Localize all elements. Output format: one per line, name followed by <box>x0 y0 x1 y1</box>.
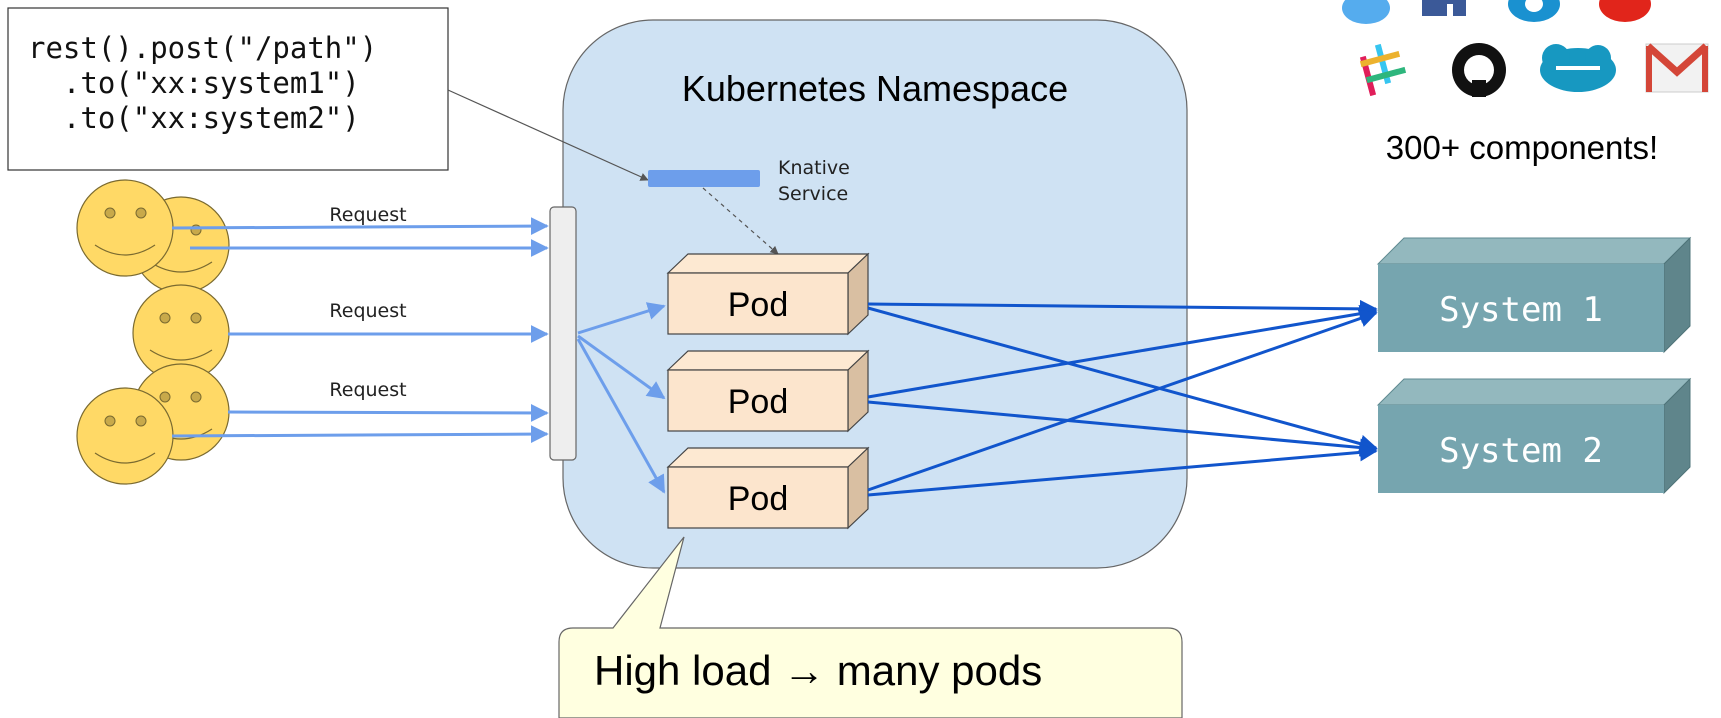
user-group <box>76 179 230 485</box>
knative-service-bar <box>648 170 760 187</box>
red-round-icon <box>1599 0 1651 22</box>
pod-label-3: Pod <box>728 480 789 518</box>
pod-2: Pod <box>666 349 870 433</box>
request-label-2: Request <box>329 300 406 322</box>
callout-text: High load → many pods <box>594 647 1042 694</box>
pod-3: Pod <box>666 446 870 530</box>
knative-to-pod-dashed <box>702 187 779 255</box>
system-2: System 2 <box>1376 377 1692 495</box>
code-to-knative-line <box>447 89 649 181</box>
request-label-3: Request <box>329 379 406 401</box>
pod-label-1: Pod <box>728 286 789 324</box>
slack-icon <box>1359 43 1407 97</box>
system-label-2: System 2 <box>1439 431 1603 471</box>
twitter-icon <box>1342 0 1390 24</box>
components-caption: 300+ components! <box>1386 129 1658 166</box>
namespace-title: Kubernetes Namespace <box>682 68 1068 109</box>
github-icon <box>1452 43 1506 97</box>
request-label-1: Request <box>329 204 406 226</box>
facebook-icon <box>1422 0 1466 16</box>
knative-service-label-2: Service <box>778 183 848 205</box>
load-balancer-bar <box>549 206 577 461</box>
system-1: System 1 <box>1376 236 1692 354</box>
system-label-1: System 1 <box>1439 290 1603 330</box>
smiley-icon <box>76 179 174 277</box>
code-line-1: rest().post("/path") <box>28 31 377 65</box>
code-line-2: .to("xx:system1") <box>28 66 360 100</box>
code-line-3: .to("xx:system2") <box>28 101 360 135</box>
smiley-icon <box>76 387 174 485</box>
pod-1: Pod <box>666 252 870 336</box>
pod-label-2: Pod <box>728 383 789 421</box>
code-snippet: rest().post("/path") .to("xx:system1") .… <box>7 7 449 171</box>
request-arrows <box>171 217 549 444</box>
blue-round-icon <box>1508 0 1560 22</box>
gmail-icon <box>1645 43 1709 93</box>
callout: High load → many pods <box>558 536 1183 718</box>
pod-to-system-arrows <box>867 299 1378 497</box>
salesforce-icon <box>1540 44 1616 92</box>
component-icons <box>1342 0 1709 97</box>
knative-service-label-1: Knative <box>778 157 850 179</box>
balancer-to-pod-arrows <box>576 302 666 494</box>
